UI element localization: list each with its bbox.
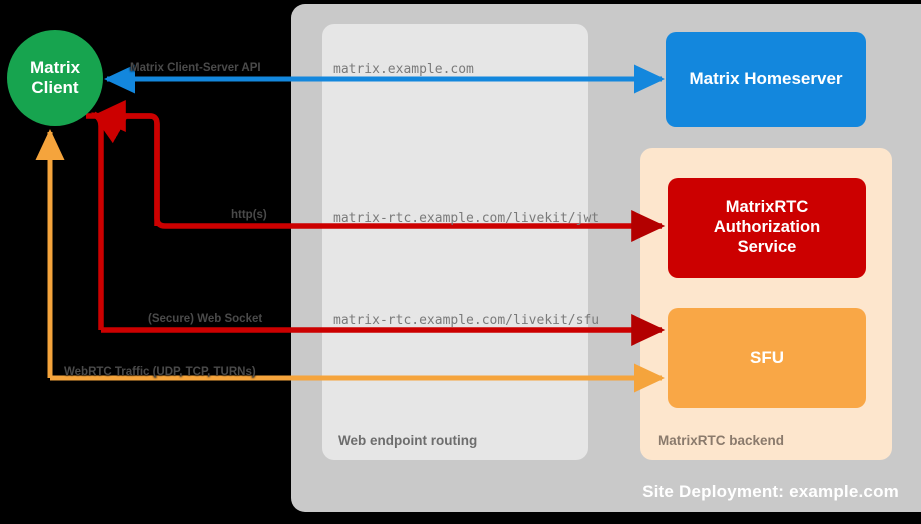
label-matrix-client-server-api: Matrix Client-Server API — [130, 62, 261, 74]
matrix-client-line1: Matrix — [29, 58, 81, 78]
sfu-label: SFU — [750, 347, 784, 367]
matrix-client-node[interactable]: Matrix Client — [7, 30, 103, 126]
site-deployment-label: Site Deployment: example.com — [642, 482, 899, 501]
web-endpoint-routing-container: Web endpoint routing — [322, 24, 588, 460]
label-websocket: (Secure) Web Socket — [148, 313, 263, 325]
auth-line-3: Service — [737, 237, 797, 256]
matrix-homeserver-node[interactable]: Matrix Homeserver — [666, 32, 866, 127]
matrix-homeserver-label: Matrix Homeserver — [689, 69, 843, 89]
auth-line-1: MatrixRTC — [725, 198, 809, 217]
matrixrtc-authorization-service-node[interactable]: MatrixRTC Authorization Service — [668, 178, 866, 278]
auth-line-2: Authorization — [713, 218, 821, 237]
sfu-node[interactable]: SFU — [668, 308, 866, 408]
web-endpoint-routing-label: Web endpoint routing — [338, 433, 478, 448]
matrixrtc-authorization-service-label: MatrixRTC Authorization Service — [714, 198, 820, 257]
label-webrtc-traffic: WebRTC Traffic (UDP, TCP, TURNs) — [64, 366, 256, 378]
endpoint-url-jwt: matrix-rtc.example.com/livekit/jwt — [333, 211, 600, 226]
matrixrtc-backend-label: MatrixRTC backend — [658, 433, 785, 448]
label-https: http(s) — [231, 209, 267, 221]
endpoint-url-matrix: matrix.example.com — [333, 62, 474, 77]
matrix-client-line2: Client — [31, 78, 79, 97]
endpoint-url-sfu: matrix-rtc.example.com/livekit/sfu — [333, 313, 600, 328]
